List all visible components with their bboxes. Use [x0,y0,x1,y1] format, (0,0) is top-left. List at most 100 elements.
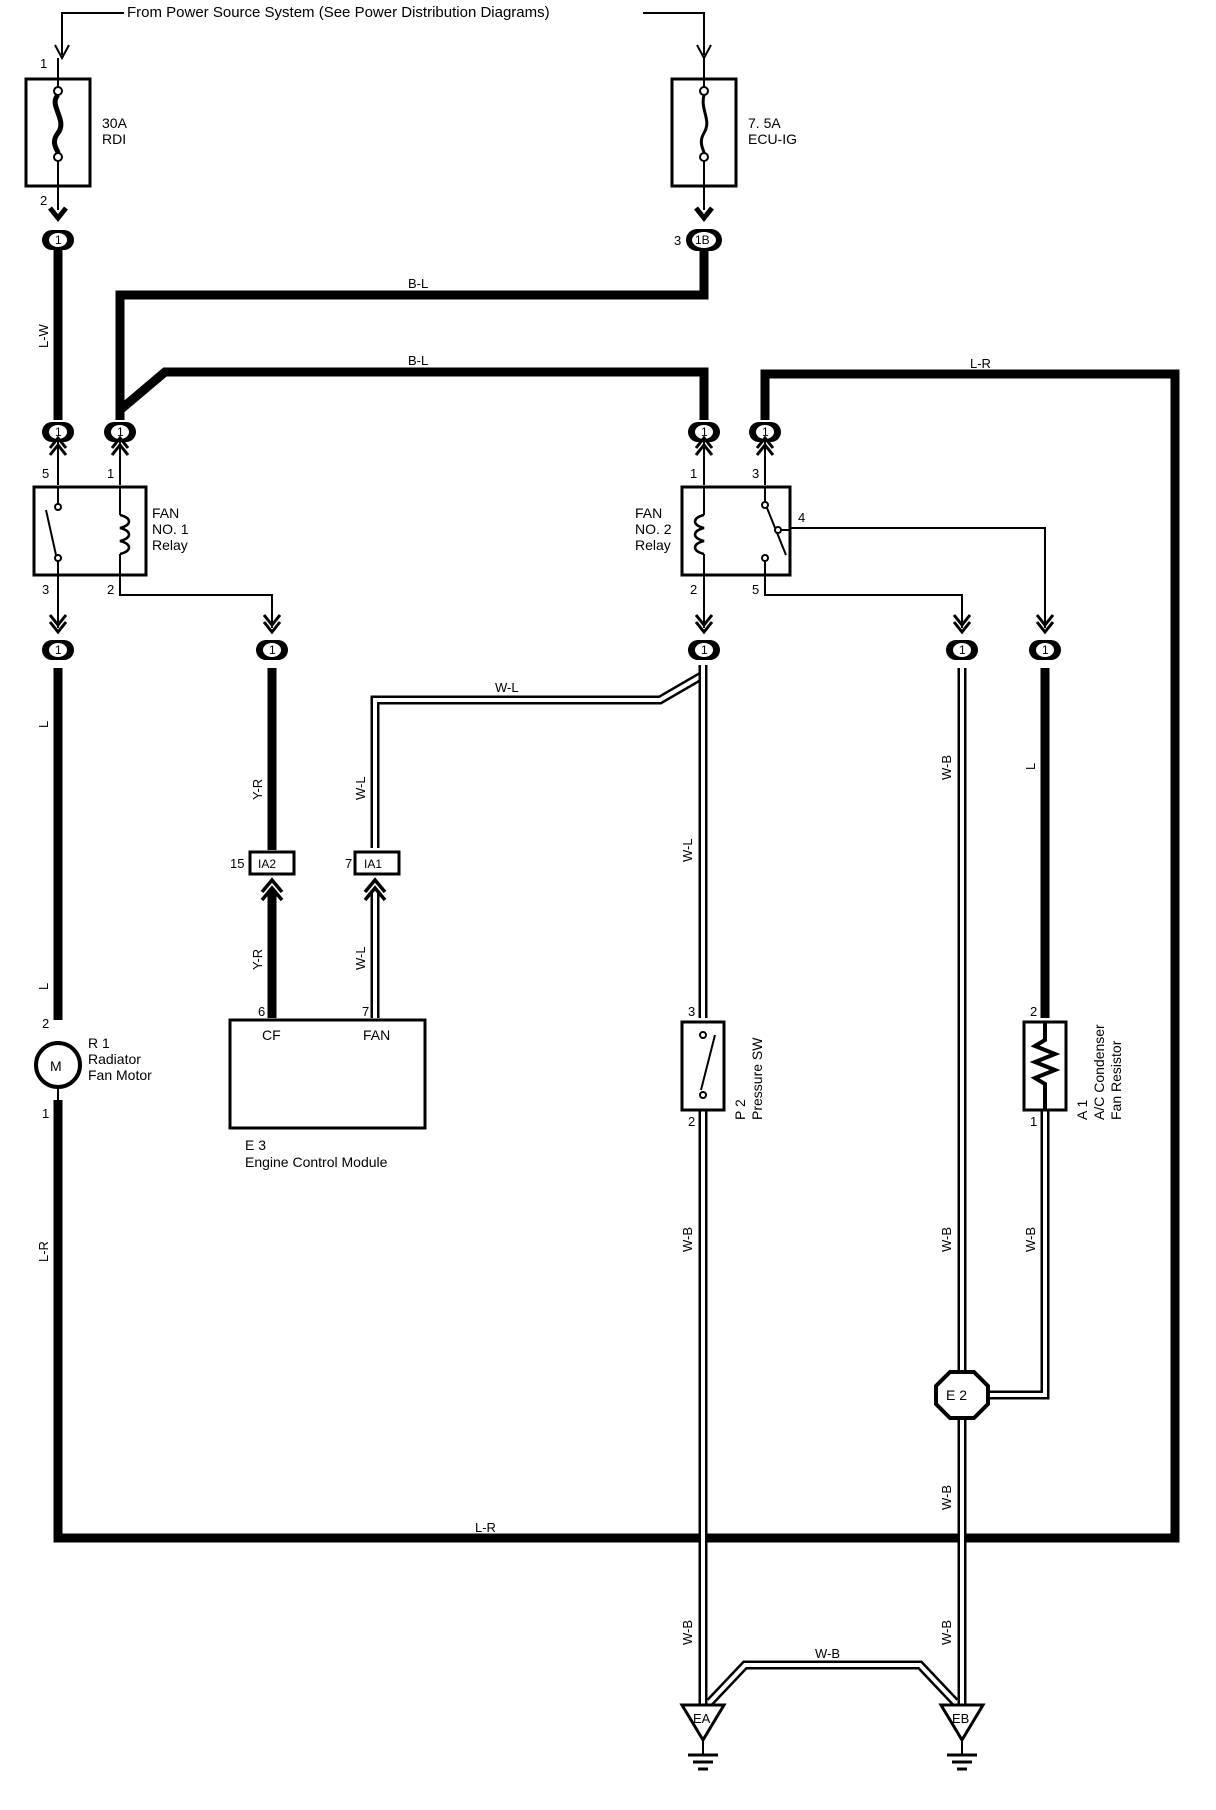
wire-label: W-B [680,1620,695,1645]
pin-label: 6 [258,1004,265,1019]
connector-1: 1 [749,422,781,442]
splice-e2: E 2 [934,1370,990,1420]
svg-text:IA2: IA2 [258,857,276,871]
connector-1: 1 [1029,640,1061,660]
ground-eb: EB [938,1703,986,1771]
wire-label: W-B [939,1620,954,1645]
connector-1: 1 [688,422,720,442]
pin-label: 1 [42,1106,49,1121]
svg-text:1: 1 [1042,643,1049,657]
pin-label: 4 [798,510,805,525]
relay-label: NO. 1 [152,521,189,537]
relay-label: NO. 2 [635,521,672,537]
svg-text:E 2: E 2 [946,1387,967,1403]
svg-text:1: 1 [701,425,708,439]
pin-label: 5 [42,466,49,481]
ac-condenser-fan-resistor: 2 1 A 1 A/C Condenser Fan Resistor [1022,1004,1124,1129]
thick-wires [53,250,1180,1543]
wire-label: W-B [680,1227,695,1252]
connector-1: 1 [42,422,74,442]
wire-label: B-L [408,353,428,368]
switch-icon [45,509,57,556]
svg-text:IA1: IA1 [364,857,382,871]
svg-text:EA: EA [693,1711,711,1726]
pin-label: 15 [230,856,244,871]
fuse-ecu-ig: 7. 5A ECU-IG 3 [670,58,797,248]
svg-text:1: 1 [55,425,62,439]
wire-label: W-L [680,838,695,862]
wire-label: W-L [353,946,368,970]
pin-label: 1 [107,466,114,481]
svg-text:1: 1 [55,233,62,247]
pin-label: 3 [688,1004,695,1019]
wire-label: W-B [939,1485,954,1510]
wire-label: W-B [1023,1227,1038,1252]
power-source-header: From Power Source System (See Power Dist… [54,4,712,61]
component-id: R 1 [88,1035,110,1051]
switch-icon [700,1034,716,1091]
fuse-name: RDI [102,131,126,147]
pin-label: 3 [42,582,49,597]
wire-label: W-B [815,1646,840,1661]
connector-1: 1 [256,640,288,660]
svg-text:EB: EB [952,1711,969,1726]
connector-1b: 1B [686,229,722,251]
wire-label: L-R [970,356,991,371]
pin-label: 5 [752,582,759,597]
relay-label: Relay [635,537,671,553]
ground-ea: EA [679,1703,727,1771]
pin-label: 3 [752,466,759,481]
pin-label: 1 [40,56,47,71]
coil-icon [119,513,131,556]
relay-label: FAN [152,505,179,521]
pin-label: 2 [107,582,114,597]
pin-label: 7 [345,856,352,871]
double-wires [370,665,1050,1706]
terminal-label: FAN [363,1027,390,1043]
component-name: Pressure SW [749,1037,765,1120]
svg-text:1: 1 [117,425,124,439]
motor-symbol: M [50,1058,62,1074]
component-id: P 2 [732,1099,748,1120]
pin-label: 1 [1030,1114,1037,1129]
pin-label: 3 [674,233,681,248]
component-name: Fan Resistor [1108,1040,1124,1120]
pressure-switch: 3 2 P 2 Pressure SW [680,1004,765,1129]
component-name: Radiator [88,1051,141,1067]
wire-label: Y-R [250,779,265,800]
relay-label: Relay [152,537,188,553]
fuse-rdi: 1 30A RDI 2 [24,56,128,223]
wire-label: W-L [353,776,368,800]
wire-label: L-R [36,1241,51,1262]
wire-label: W-B [939,1227,954,1252]
wire-label: L-R [475,1520,496,1535]
pin-label: 2 [1030,1004,1037,1019]
pin-label: 7 [362,1004,369,1019]
terminal-label: CF [262,1027,281,1043]
svg-text:1B: 1B [695,233,710,247]
fuse-icon [51,93,64,154]
fan-no2-relay: 1 3 FAN NO. 2 Relay 4 2 5 [635,466,805,597]
fan-no1-relay: 5 1 FAN NO. 1 Relay 3 2 [32,466,189,597]
inline-connectors: 1 1B 1 1 1 1 1 [42,229,1061,660]
pin-label: 2 [40,193,47,208]
radiator-fan-motor: 2 M 1 R 1 Radiator Fan Motor [34,1016,152,1145]
component-id: A 1 [1074,1100,1090,1120]
wire-label: W-B [939,755,954,780]
connector-1: 1 [104,422,136,442]
component-name: Fan Motor [88,1067,152,1083]
pin-label: 2 [688,1114,695,1129]
pin-label: 2 [42,1016,49,1031]
pin-label: 1 [690,466,697,481]
connector-1: 1 [42,230,74,250]
svg-text:1: 1 [269,643,276,657]
svg-text:1: 1 [762,425,769,439]
wire-label: B-L [408,276,428,291]
fuse-name: ECU-IG [748,131,797,147]
fuse-icon [699,94,709,154]
fuse-rating: 30A [102,115,128,131]
component-name: A/C Condenser [1091,1024,1107,1120]
component-name: Engine Control Module [245,1154,388,1170]
svg-text:1: 1 [959,643,966,657]
